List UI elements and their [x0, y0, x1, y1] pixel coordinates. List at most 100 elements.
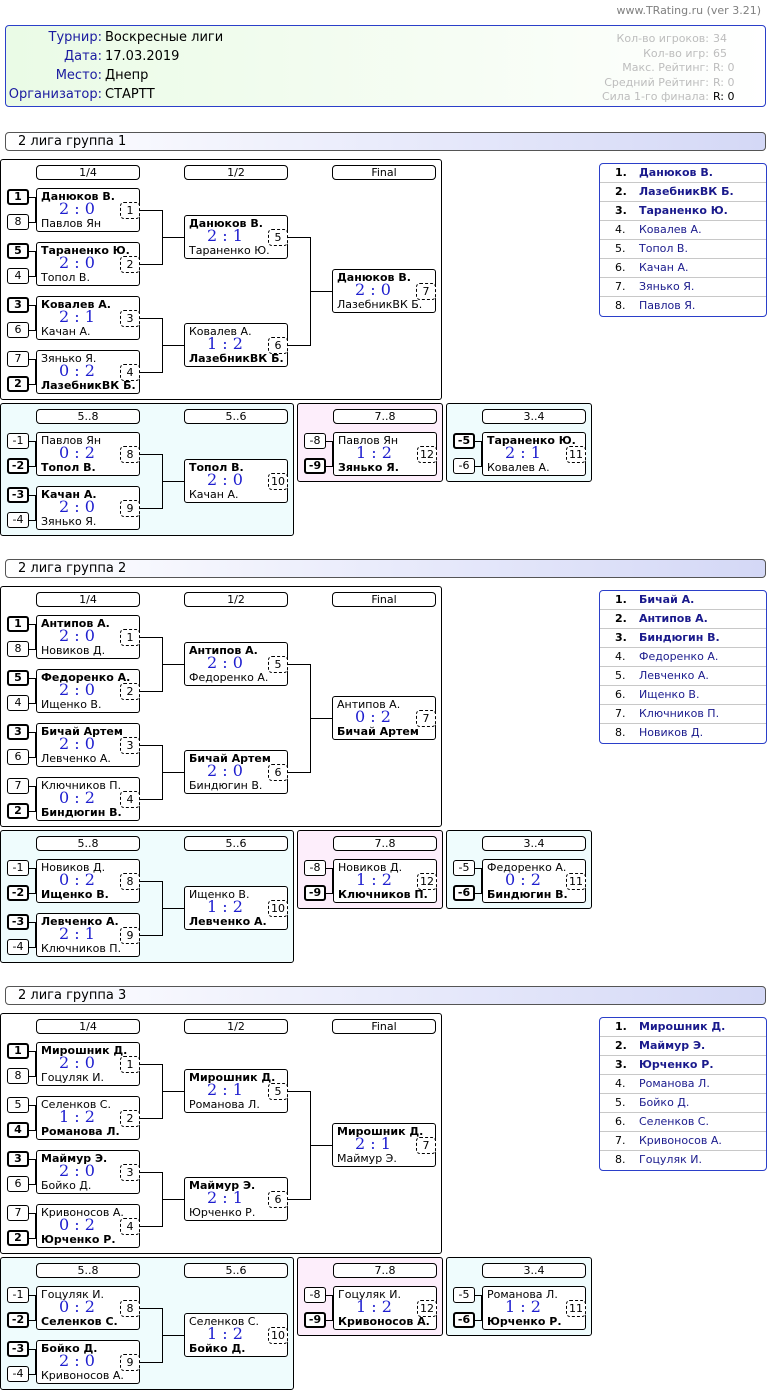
round-label-quarterfinal: 1/4 — [36, 1019, 140, 1034]
match-number: 5 — [268, 1083, 288, 1100]
match-score: 2 : 1 — [207, 1188, 243, 1207]
match-number: 10 — [268, 473, 288, 490]
standings-player: Зянько Я. — [639, 280, 695, 293]
player-bottom: Новиков Д. — [41, 644, 106, 657]
tournament-info-panel: Турнир: Воскресные лиги Дата: 17.03.2019… — [5, 25, 766, 107]
match-score: 2 : 1 — [355, 1134, 391, 1153]
match-number: 1 — [120, 629, 140, 646]
player-bottom: Юрченко Р. — [41, 1233, 116, 1246]
info-label: Место: — [55, 68, 102, 83]
stat-players: Кол-во игроков:34 — [617, 32, 747, 47]
standings-row: 5.Бойко Д. — [600, 1094, 766, 1113]
standings-player: Ключников П. — [639, 707, 720, 720]
standings-place: 4. — [615, 650, 626, 663]
player-bottom: Левченко А. — [189, 915, 267, 928]
seed-box: -4 — [7, 939, 29, 955]
match-score: 2 : 0 — [207, 653, 243, 672]
connector-line — [162, 908, 184, 909]
match-score: 2 : 0 — [59, 253, 95, 272]
connector-line — [140, 1064, 162, 1065]
match-score: 1 : 2 — [59, 1107, 95, 1126]
player-bottom: Бойко Д. — [41, 1179, 92, 1192]
connector-line — [481, 868, 482, 894]
player-top: Федоренко А. — [487, 861, 567, 874]
standings-place: 7. — [615, 707, 626, 720]
connector-line — [35, 868, 36, 894]
connector-line — [332, 868, 333, 894]
match-number: 5 — [268, 656, 288, 673]
info-value: 17.03.2019 — [105, 49, 180, 64]
player-bottom: Ищенко В. — [41, 888, 109, 901]
standings-row: 7. Ключников П. — [600, 705, 766, 724]
round-label-5-8: 5..8 — [36, 409, 140, 424]
connector-line — [288, 345, 310, 346]
player-top: Данюков В. — [41, 190, 115, 203]
round-label-3-4: 3..4 — [482, 1263, 586, 1278]
round-label-semifinal: 1/2 — [184, 1019, 288, 1034]
player-bottom: Юрченко Р. — [189, 1206, 256, 1219]
connector-line — [140, 210, 162, 211]
connector-line — [35, 624, 36, 650]
player-top: Ковалев А. — [41, 298, 111, 311]
match-score: 2 : 0 — [59, 199, 95, 218]
match-number: 4 — [120, 791, 140, 808]
connector-line — [140, 1362, 162, 1363]
stat-value: R: 0 — [713, 76, 735, 89]
player-top: Бичай Артем — [189, 752, 271, 765]
seed-box: 3 — [7, 1151, 29, 1167]
seed-box: -8 — [304, 433, 326, 449]
connector-line — [140, 372, 162, 373]
seed-box: 1 — [7, 616, 29, 632]
standings-player: Тараненко Ю. — [639, 204, 728, 217]
player-top: Кривоносов А. — [41, 1206, 124, 1219]
round-label-7-8: 7..8 — [333, 1263, 437, 1278]
standings-player: Данюков В. — [639, 166, 713, 179]
standings-player: Селенков С. — [639, 1115, 709, 1128]
match-number: 9 — [120, 500, 140, 517]
match-score: 2 : 0 — [59, 626, 95, 645]
seed-box: -2 — [7, 1312, 29, 1328]
player-top: Селенков С. — [41, 1098, 111, 1111]
match-number: 12 — [417, 873, 437, 890]
seed-box: 5 — [7, 670, 29, 686]
match-score: 2 : 0 — [59, 497, 95, 516]
player-bottom: Биндюгин В. — [189, 779, 263, 792]
standings-row: 1.Данюков В. — [600, 164, 766, 183]
connector-line — [35, 359, 36, 385]
connector-line — [162, 772, 184, 773]
info-label: Дата: — [63, 49, 102, 64]
connector-line — [35, 922, 36, 948]
connector-line — [140, 1226, 162, 1227]
round-label-5-6: 5..6 — [184, 1263, 288, 1278]
player-bottom: Кривоносов А. — [41, 1369, 124, 1382]
standings-player: Бичай А. — [639, 593, 695, 606]
match-number: 3 — [120, 1164, 140, 1181]
connector-line — [35, 786, 36, 812]
standings-row: 4.Ковалев А. — [600, 221, 766, 240]
connector-line — [310, 1145, 332, 1146]
match-number: 1 — [120, 202, 140, 219]
connector-line — [162, 345, 184, 346]
player-bottom: Зянько Я. — [41, 515, 97, 528]
connector-line — [35, 305, 36, 331]
connector-line — [162, 1335, 184, 1336]
connector-line — [35, 251, 36, 277]
connector-line — [35, 1051, 36, 1077]
seed-box: -5 — [453, 860, 475, 876]
seed-box: -2 — [7, 458, 29, 474]
standings-row: 8.Гоцуляк И. — [600, 1151, 766, 1170]
